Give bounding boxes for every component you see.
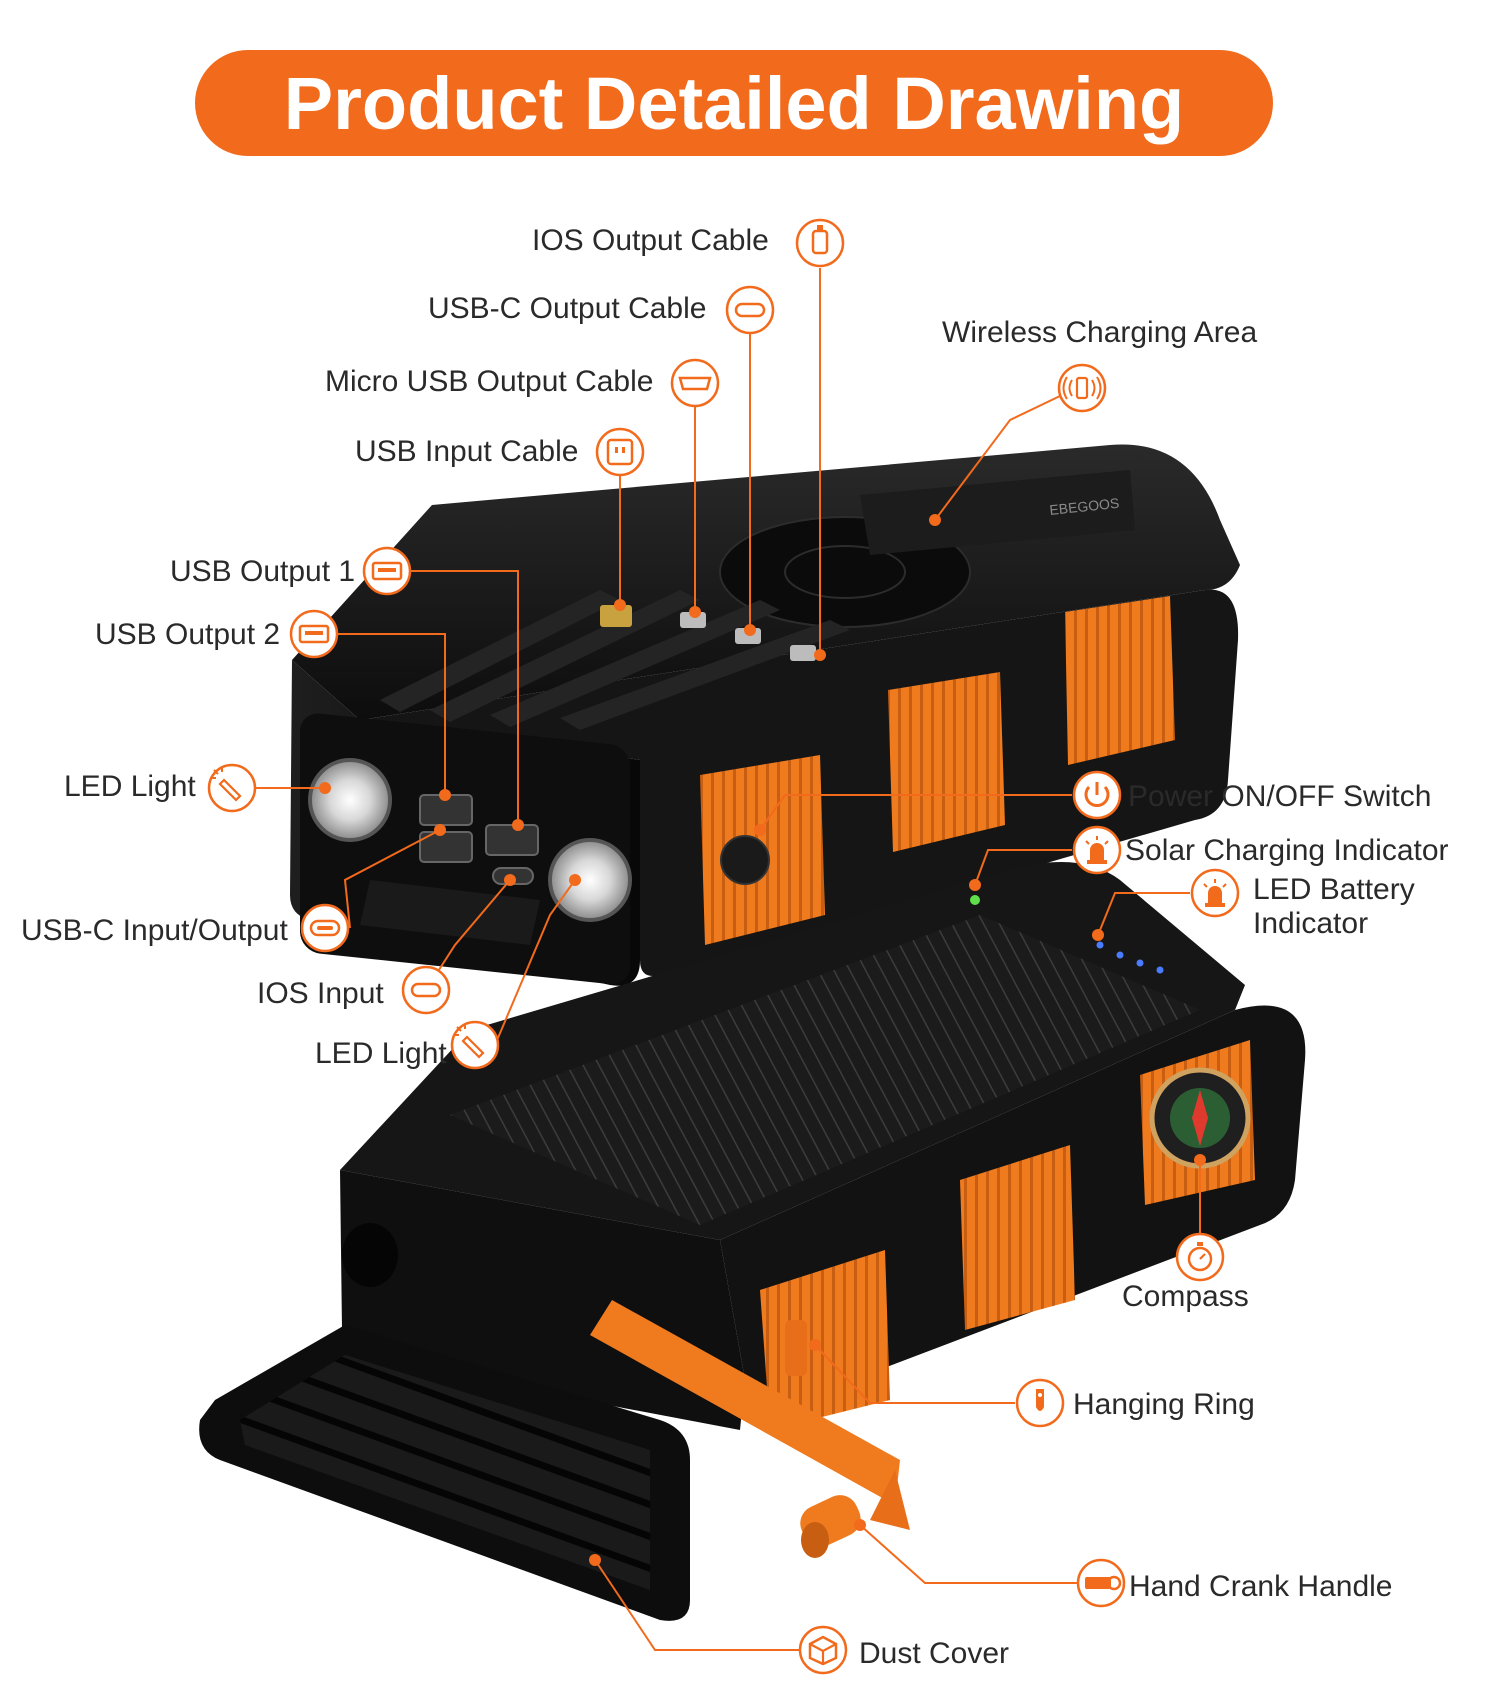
top-power-bank: EBEGOOS [290,444,1240,986]
label-led-light-top: LED Light [64,770,196,803]
label-solar-indicator: Solar Charging Indicator [1125,834,1449,867]
hanging-ring-body [785,1320,807,1376]
usb-c-port-icon [300,903,350,953]
label-usbc-output-cable: USB-C Output Cable [428,292,707,325]
label-ios-output-cable: IOS Output Cable [532,224,769,257]
lightning-connector-icon [795,218,845,268]
label-wireless-charging-area: Wireless Charging Area [942,316,1258,349]
crank-handle-icon [1076,1558,1126,1608]
brand-text: EBEGOOS [1049,495,1120,518]
power-button[interactable] [720,835,770,885]
label-ios-input: IOS Input [257,977,384,1010]
crank-arm [590,1300,900,1505]
label-compass: Compass [1122,1280,1249,1313]
micro-usb-cable-tip [680,612,706,628]
usb-a-connector-icon [595,427,645,477]
indicator-light-icon [1190,868,1240,918]
label-dust-cover: Dust Cover [859,1637,1010,1670]
indicator-light-icon [1072,825,1122,875]
stopwatch-compass-icon [1175,1232,1225,1282]
rubber-pad-3 [1065,596,1175,765]
flashlight-icon [207,763,257,813]
flashlight-icon [450,1020,500,1070]
crank-hole [342,1223,398,1287]
usb-port-3 [485,824,539,856]
label-usb-output-2: USB Output 2 [95,618,281,651]
usb-port-icon [289,609,339,659]
wireless-charging-icon [1057,363,1107,413]
spec-label [860,470,1135,555]
label-hand-crank: Hand Crank Handle [1129,1570,1393,1603]
led-light-1 [308,758,392,842]
title-banner: Product Detailed Drawing [195,50,1273,156]
bottom-rubber-pad-1 [760,1250,890,1430]
leader-dots [319,514,1206,1566]
hanging-ring-icon [1015,1378,1065,1428]
label-led-light-bottom: LED Light [315,1037,447,1070]
lightning-port-icon [401,965,451,1015]
led-light-2 [548,838,632,922]
label-micro-usb-output-cable: Micro USB Output Cable [325,365,654,398]
usb-port-icon [362,546,412,596]
cable-slots [380,590,850,730]
page-title: Product Detailed Drawing [283,61,1185,145]
label-power-switch: Power ON/OFF Switch [1128,780,1432,813]
usb-port-2 [419,831,473,863]
micro-usb-connector-icon [670,358,720,408]
label-usbc-io: USB-C Input/Output [21,914,288,947]
rubber-pad-2 [888,672,1005,852]
bottom-power-bank [199,862,1306,1621]
power-icon [1072,770,1122,820]
label-usb-input-cable: USB Input Cable [355,435,579,468]
label-hanging-ring: Hanging Ring [1073,1388,1255,1421]
label-battery-indicator: LED Battery Indicator [1253,873,1415,940]
label-usb-output-1: USB Output 1 [170,555,356,588]
usb-input-cable-tip [600,605,632,627]
usb-c-connector-icon [725,285,775,335]
solar-panel [450,915,1200,1225]
bottom-rubber-pad-2 [960,1145,1075,1330]
ios-cable-tip [790,645,816,661]
solar-indicator-led [970,895,980,905]
dust-cover-icon [798,1625,848,1675]
battery-leds [1096,941,1164,974]
